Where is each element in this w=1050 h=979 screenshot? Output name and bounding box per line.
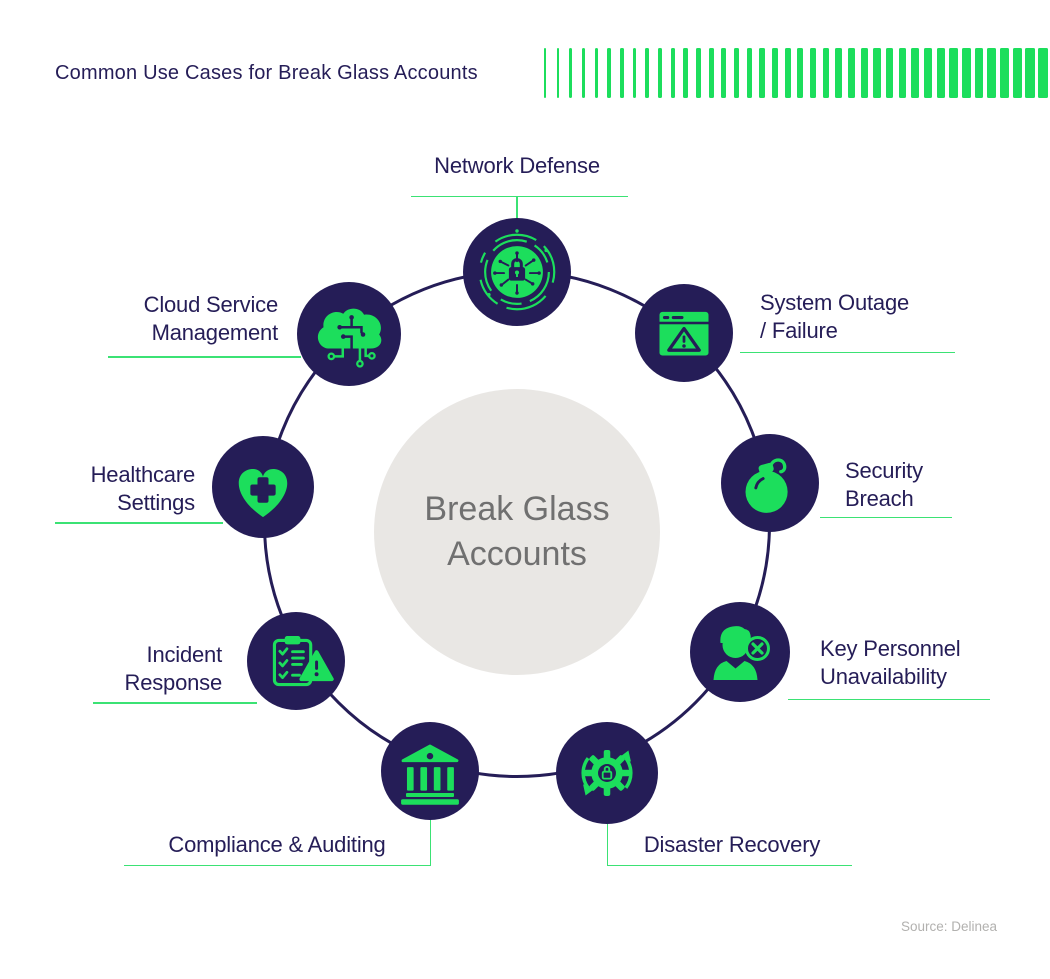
decorative-bar [696, 48, 701, 98]
decorative-bar [898, 48, 907, 98]
label-cloud-service: Cloud Service Management [143, 292, 279, 345]
label-healthcare-settings: Healthcare Settings [90, 462, 196, 515]
connector-line [516, 196, 518, 219]
decorative-bar [556, 48, 560, 98]
node-network-defense [463, 218, 571, 326]
page-title: Common Use Cases for Break Glass Account… [55, 62, 478, 84]
decorative-bar [987, 48, 997, 98]
label-network-defense: Network Defense [434, 153, 600, 178]
decorative-bar [1012, 48, 1022, 98]
decorative-bar [1025, 48, 1035, 98]
decorative-bar [949, 48, 958, 98]
decorative-bar [569, 48, 573, 98]
decorative-bar [683, 48, 688, 98]
decorative-bar [746, 48, 753, 98]
decorative-bar [810, 48, 817, 98]
connector-line [788, 698, 990, 701]
decorative-bar [658, 48, 663, 98]
decorative-bar [911, 48, 920, 98]
gear-lock-refresh-icon [556, 722, 658, 824]
node-disaster-recovery [556, 722, 658, 824]
connector-line [740, 351, 955, 354]
label-compliance-auditing: Compliance & Auditing [168, 832, 386, 857]
decorative-bar [544, 48, 547, 98]
decorative-bar [594, 48, 598, 98]
decorative-bar [759, 48, 765, 98]
decorative-bar [607, 48, 611, 98]
decorative-bar [924, 48, 933, 98]
decorative-bar [1000, 48, 1010, 98]
decorative-bar [822, 48, 830, 98]
heart-cross-icon [212, 436, 314, 538]
decorative-bar [784, 48, 791, 98]
connector-line [606, 864, 852, 867]
browser-warning-icon [635, 284, 733, 382]
decorative-bar [835, 48, 843, 98]
node-compliance-auditing [381, 722, 479, 820]
decorative-bar [734, 48, 740, 98]
center-circle: Break Glass Accounts [374, 389, 660, 675]
label-disaster-recovery: Disaster Recovery [643, 832, 821, 857]
decorative-bar [873, 48, 881, 98]
decorative-bar [886, 48, 894, 98]
clipboard-warning-icon [247, 612, 345, 710]
connector-line [411, 195, 628, 198]
connector-line [124, 864, 431, 867]
connector-line [55, 522, 223, 524]
node-incident-response [247, 612, 345, 710]
node-key-personnel [690, 602, 790, 702]
bank-building-icon [381, 722, 479, 820]
decorative-bar [620, 48, 624, 98]
decorative-bars [544, 48, 1050, 98]
decorative-bar [645, 48, 650, 98]
source-credit: Source: Delinea [900, 919, 997, 934]
decorative-bar [848, 48, 855, 98]
decorative-bar [962, 48, 971, 98]
connector-line [108, 356, 301, 358]
label-incident-response: Incident Response [124, 642, 223, 695]
node-system-outage [635, 284, 733, 382]
decorative-bar [582, 48, 585, 98]
person-x-icon [690, 602, 790, 702]
node-healthcare-settings [212, 436, 314, 538]
node-cloud-service [297, 282, 401, 386]
decorative-bar [1038, 48, 1048, 98]
connector-line [93, 702, 257, 704]
label-security-breach: Security Breach [845, 458, 923, 511]
decorative-bar [772, 48, 778, 98]
decorative-bar [936, 48, 945, 98]
connector-line [429, 818, 432, 865]
node-security-breach [721, 434, 819, 532]
label-key-personnel: Key Personnel Unavailability [820, 636, 961, 689]
decorative-bar [797, 48, 804, 98]
cloud-circuit-icon [297, 282, 401, 386]
lock-circuit-shield-icon [463, 218, 571, 326]
bomb-icon [721, 434, 819, 532]
decorative-bar [708, 48, 714, 98]
label-system-outage: System Outage / Failure [760, 290, 910, 343]
connector-line [606, 822, 609, 865]
decorative-bar [721, 48, 727, 98]
connector-line [820, 516, 952, 519]
decorative-bar [670, 48, 675, 98]
decorative-bar [632, 48, 637, 98]
center-title: Break Glass Accounts [424, 490, 610, 573]
decorative-bar [974, 48, 984, 98]
decorative-bar [860, 48, 868, 98]
